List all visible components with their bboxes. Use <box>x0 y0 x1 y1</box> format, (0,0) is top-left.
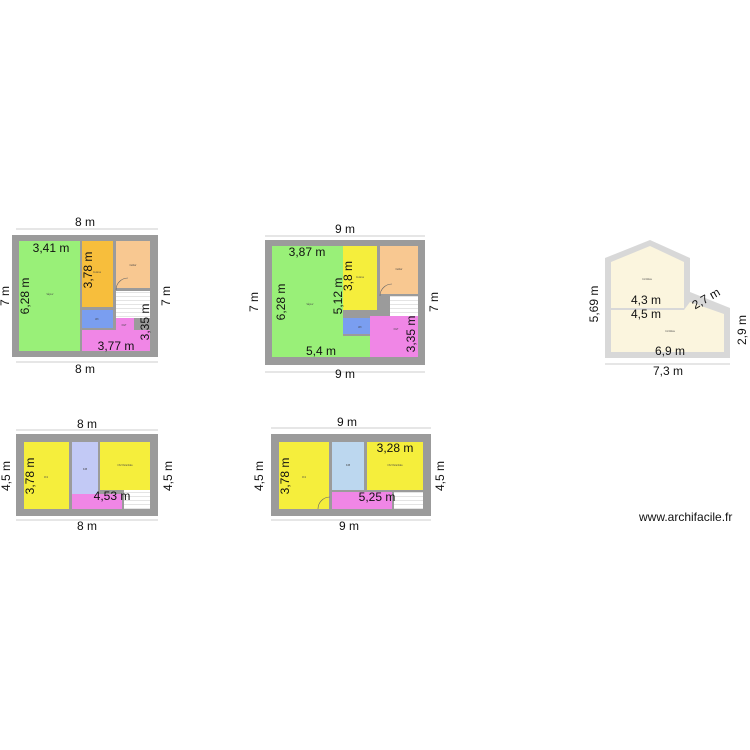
plan1-door-arc <box>115 277 129 291</box>
plan1-right-dimension: 7 m <box>159 286 173 306</box>
plan1-top-dimension: 8 m <box>75 215 95 229</box>
plan2-living-bottom: 5,4 m <box>306 344 336 358</box>
plan3-width-mid-top: 4,3 m <box>631 293 661 307</box>
plan4-right-dimension: 4,5 m <box>161 461 175 491</box>
plan5-right-dimension: 4,5 m <box>433 461 447 491</box>
plan5-right-room-width: 3,28 m <box>377 441 414 455</box>
archifacile-watermark: www.archifacile.fr <box>639 510 733 524</box>
plan4-bedroom-2 <box>100 442 150 490</box>
plan1-hall-height: 3,35 m <box>138 304 152 341</box>
plan1-bottom-dimension: 8 m <box>75 362 95 376</box>
plan2-bottom-dimension: 9 m <box>335 367 355 381</box>
plan1-living-width: 3,41 m <box>33 241 70 255</box>
svg-text:Combles: Combles <box>642 278 652 281</box>
plan-1: 8 m Séjour Cuisine Cellier WC DGT 3,41 m… <box>0 215 173 376</box>
plan5-left-dimension: 4,5 m <box>252 461 266 491</box>
plan3-width-mid-bottom: 4,5 m <box>631 307 661 321</box>
svg-text:WC: WC <box>95 318 99 321</box>
plan5-stairs <box>394 492 423 509</box>
plan2-stairs <box>390 296 418 316</box>
plan3-right-dimension: 2,9 m <box>735 315 749 345</box>
plan2-top-dimension: 9 m <box>335 222 355 236</box>
plan4-bedroom-1 <box>24 442 69 509</box>
plan4-top-dimension: 8 m <box>77 417 97 431</box>
plan4-stairs <box>124 490 150 509</box>
plan2-right-dimension: 7 m <box>427 292 441 312</box>
plan5-room-height: 3,78 m <box>278 458 292 495</box>
plan1-wc <box>82 310 113 328</box>
plan5-top-dimension: 9 m <box>337 415 357 429</box>
plan4-bathroom <box>72 442 98 494</box>
svg-text:SdB: SdB <box>346 464 351 467</box>
plan2-living-width: 3,87 m <box>289 245 326 259</box>
svg-text:DGT: DGT <box>394 328 399 331</box>
plan3-upper-room <box>611 246 684 308</box>
svg-text:Cellier: Cellier <box>396 268 403 271</box>
svg-text:Ch2 Parentale: Ch2 Parentale <box>117 464 133 467</box>
plan1-kitchen <box>82 241 113 307</box>
svg-text:Combles: Combles <box>665 330 675 333</box>
svg-text:Séjour: Séjour <box>47 293 54 296</box>
plan4-left-dimension: 4,5 m <box>0 461 13 491</box>
plan4-room-height: 3,78 m <box>23 458 37 495</box>
plan1-hall-corner <box>116 318 134 330</box>
plan5-bedroom-2 <box>367 442 423 490</box>
plan3-lower-room <box>611 302 724 352</box>
plan1-kitchen-height: 3,78 m <box>81 252 95 289</box>
svg-text:DGT: DGT <box>122 324 127 327</box>
plan2-middle-height: 5,12 m <box>331 278 345 315</box>
plan2-room <box>380 246 418 294</box>
plan5-bedroom-1 <box>279 442 329 509</box>
plan1-hall-width: 3,77 m <box>98 339 135 353</box>
svg-text:WC: WC <box>358 326 362 329</box>
plan4-hall <box>72 494 122 509</box>
plan2-hall <box>370 316 418 357</box>
svg-text:Cellier: Cellier <box>130 264 137 267</box>
plan2-wc <box>343 318 377 334</box>
plan2-hall-height: 3,35 m <box>404 316 418 353</box>
svg-text:Cuisine: Cuisine <box>356 276 365 279</box>
plan2-kitchen <box>343 246 377 310</box>
plan5-hall <box>332 492 392 509</box>
plan-4: 8 m Ch1 SdB Ch2 Parentale 3,78 m 4,53 m … <box>0 417 175 533</box>
svg-text:Séjour: Séjour <box>307 303 314 306</box>
svg-text:Ch2 Parentale: Ch2 Parentale <box>387 464 403 467</box>
plan-3: Combles Combles 4,3 m 4,5 m 2,7 m 6,9 m … <box>587 240 749 378</box>
plan-5: 9 m Ch1 SdB Ch2 Parentale 3,78 m 3,28 m … <box>252 415 447 533</box>
plan1-stairs <box>116 291 150 318</box>
plan1-left-dimension: 7 m <box>0 286 12 306</box>
plan-2: 9 m Séjour Cuisine Cellier WC DGT 3,87 m… <box>247 222 441 381</box>
svg-text:SdB: SdB <box>83 468 88 471</box>
svg-text:Cuisine: Cuisine <box>93 271 102 274</box>
plan3-inner-width: 6,9 m <box>655 344 685 358</box>
plan2-kitchen-height: 3,8 m <box>341 261 355 291</box>
plan4-hall-width: 4,53 m <box>94 489 131 503</box>
svg-text:Ch1: Ch1 <box>44 476 49 479</box>
plan2-left-dimension: 7 m <box>247 292 261 312</box>
plan2-living-room <box>272 246 340 357</box>
plan1-living-room <box>19 241 80 351</box>
plan5-bottom-dimension: 9 m <box>339 519 359 533</box>
plan3-bottom-dimension: 7,3 m <box>653 364 683 378</box>
plan3-left-dimension: 5,69 m <box>587 286 601 323</box>
plan5-hall-width: 5,25 m <box>359 490 396 504</box>
plan5-bathroom <box>332 442 364 490</box>
plan2-living-height: 6,28 m <box>274 284 288 321</box>
plan4-bottom-dimension: 8 m <box>77 519 97 533</box>
plan1-living-height: 6,28 m <box>18 278 32 315</box>
plan1-room <box>116 241 150 288</box>
plan1-hall <box>82 330 150 351</box>
svg-text:Ch1: Ch1 <box>302 476 307 479</box>
